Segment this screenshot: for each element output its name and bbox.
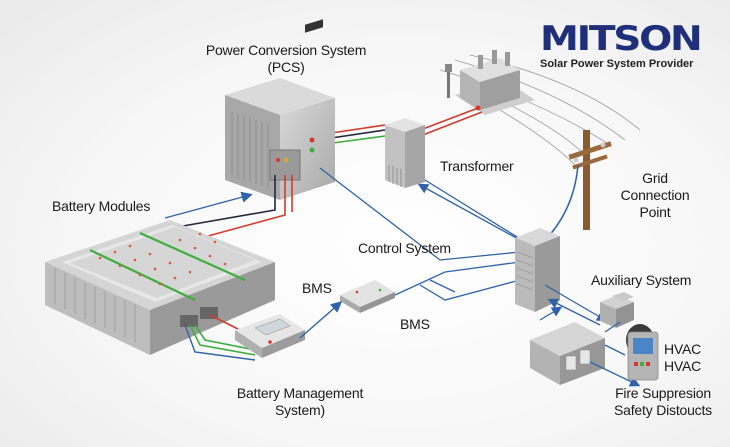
label-fire-line2: Safety Distoucts <box>614 402 712 418</box>
label-fire-suppression: Fire Suppresion Safety Distoucts <box>598 385 728 419</box>
label-grid-line2: Connection <box>620 187 690 203</box>
label-control-system: Control System <box>358 240 451 256</box>
label-pcs-line1: Power Conversion System <box>205 42 367 58</box>
bms-hub-icon <box>340 280 395 313</box>
logo-tagline: Solar Power System Provider <box>540 58 694 70</box>
label-bms-full-line1: Battery Management <box>236 385 364 401</box>
label-bms-full-line2: System) <box>275 402 325 418</box>
bms-display-icon <box>235 314 305 358</box>
label-pcs: Power Conversion System (PCS) <box>196 42 376 76</box>
label-hvac: HVAC HVAC <box>664 341 701 375</box>
label-auxiliary-system: Auxiliary System <box>591 272 692 288</box>
substation-transformer-icon <box>445 50 535 115</box>
switchgear-icon <box>530 322 605 385</box>
logo-text-pre: MI <box>540 19 591 59</box>
label-grid-line3: Point <box>639 204 671 220</box>
label-hvac-line2: HVAC <box>664 358 702 374</box>
label-grid-connection: Grid Connection Point <box>605 170 705 221</box>
pcs-unit-icon <box>225 19 335 200</box>
logo-wordmark: MITSON <box>540 22 730 56</box>
battery-rack-icon <box>45 220 275 355</box>
transformer-cabinet-icon <box>385 118 425 188</box>
label-bms-full: Battery Management System) <box>220 385 380 419</box>
auxiliary-unit-icon <box>600 292 634 328</box>
label-fire-line1: Fire Suppresion <box>615 385 711 401</box>
control-rack-icon <box>515 228 560 312</box>
brand-logo: MITSON Solar Power System Provider <box>540 22 730 70</box>
label-bms-below: BMS <box>400 316 430 332</box>
label-pcs-line2: (PCS) <box>267 59 305 75</box>
label-battery-modules: Battery Modules <box>52 198 151 214</box>
label-hvac-line1: HVAC <box>664 341 702 357</box>
label-bms-left: BMS <box>302 280 332 296</box>
utility-pole-icon <box>544 130 612 241</box>
hvac-unit-icon <box>626 324 659 381</box>
label-grid-line1: Grid <box>642 170 668 186</box>
label-transformer: Transformer <box>440 158 514 174</box>
logo-text-post: TSON <box>588 19 703 59</box>
